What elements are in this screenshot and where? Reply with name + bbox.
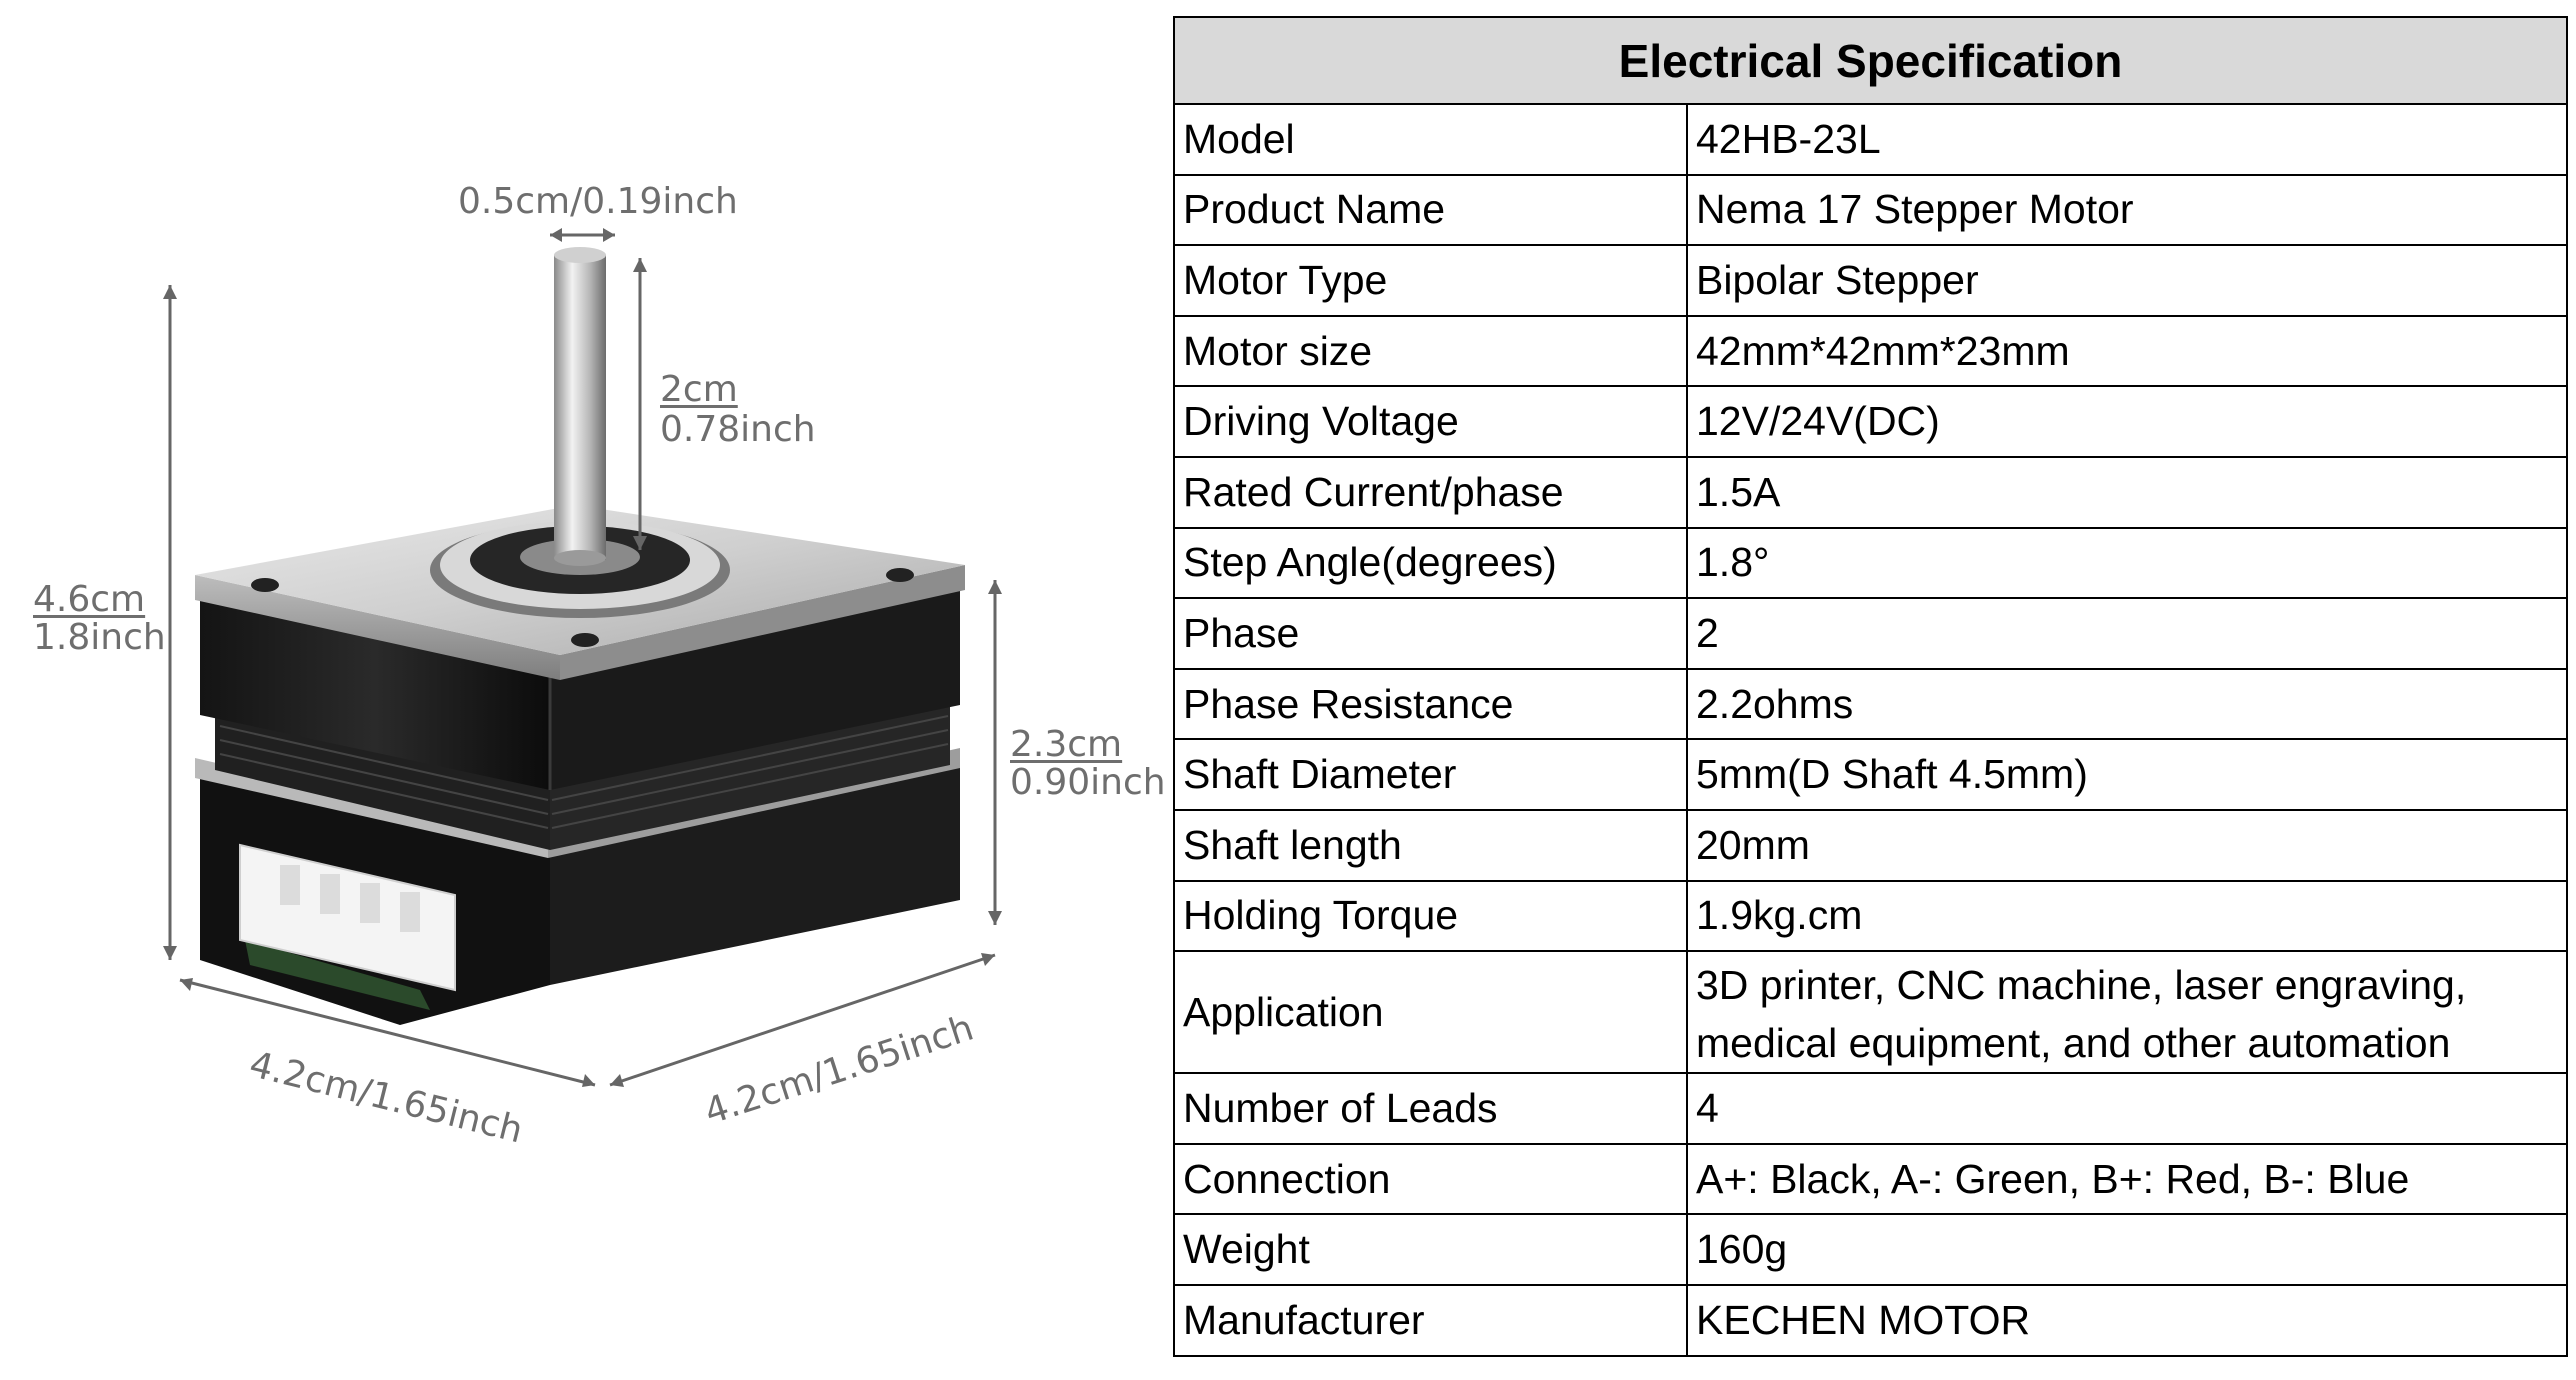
motor-figure: 0.5cm/0.19inch 2cm 0.78inch 4.6cm 1.8inc…: [0, 0, 1172, 1380]
spec-value: 1.5A: [1686, 455, 2568, 529]
spec-value: KECHEN MOTOR: [1686, 1283, 2568, 1357]
spec-value: Bipolar Stepper: [1686, 244, 2568, 317]
spec-value: 42HB-23L: [1686, 103, 2568, 176]
spec-value: 4: [1686, 1072, 2568, 1145]
body-height-cm-label: 2.3cm: [1010, 724, 1123, 765]
spec-value: Nema 17 Stepper Motor: [1686, 173, 2568, 247]
table-header-row: Electrical Specification: [1173, 16, 2568, 105]
spec-label: Model: [1173, 103, 1688, 176]
spec-label: Phase: [1173, 597, 1688, 670]
spec-label: Product Name: [1173, 173, 1688, 247]
spec-value: 2.2ohms: [1686, 667, 2568, 741]
spec-label: Step Angle(degrees): [1173, 526, 1688, 600]
height-in-label: 1.8inch: [33, 617, 166, 658]
body-height-in-label: 0.90inch: [1010, 762, 1166, 803]
table-row: Step Angle(degrees)1.8°: [1173, 526, 2568, 600]
spec-label: Application: [1173, 950, 1688, 1075]
height-cm-label: 4.6cm: [33, 579, 146, 620]
spec-value: 5mm(D Shaft 4.5mm): [1686, 738, 2568, 811]
spec-value: 1.9kg.cm: [1686, 879, 2568, 953]
table-title: Electrical Specification: [1173, 16, 2568, 105]
spec-value: 2: [1686, 597, 2568, 670]
shaft-diameter-label: 0.5cm/0.19inch: [458, 181, 738, 222]
spec-value: A+: Black, A-: Green, B+: Red, B-: Blue: [1686, 1142, 2568, 1216]
spec-label: Shaft Diameter: [1173, 738, 1688, 811]
stepper-motor-image: [163, 228, 1002, 1087]
spec-label: Motor Type: [1173, 244, 1688, 317]
spec-label: Shaft length: [1173, 808, 1688, 882]
spec-value: 160g: [1686, 1213, 2568, 1286]
spec-label: Number of Leads: [1173, 1072, 1688, 1145]
spec-value: 1.8°: [1686, 526, 2568, 600]
spec-label: Phase Resistance: [1173, 667, 1688, 741]
spec-label: Rated Current/phase: [1173, 455, 1688, 529]
spec-value: 42mm*42mm*23mm: [1686, 314, 2568, 388]
spec-value: 20mm: [1686, 808, 2568, 882]
spec-value: 12V/24V(DC): [1686, 385, 2568, 458]
spec-value: 3D printer, CNC machine, laser engraving…: [1686, 950, 2568, 1075]
spec-label: Motor size: [1173, 314, 1688, 388]
shaft-length-in-label: 0.78inch: [660, 409, 816, 450]
spec-label: Connection: [1173, 1142, 1688, 1216]
spec-label: Driving Voltage: [1173, 385, 1688, 458]
spec-label: Weight: [1173, 1213, 1688, 1286]
spec-label: Manufacturer: [1173, 1283, 1688, 1357]
spec-label: Holding Torque: [1173, 879, 1688, 953]
shaft-length-cm-label: 2cm: [660, 369, 738, 410]
